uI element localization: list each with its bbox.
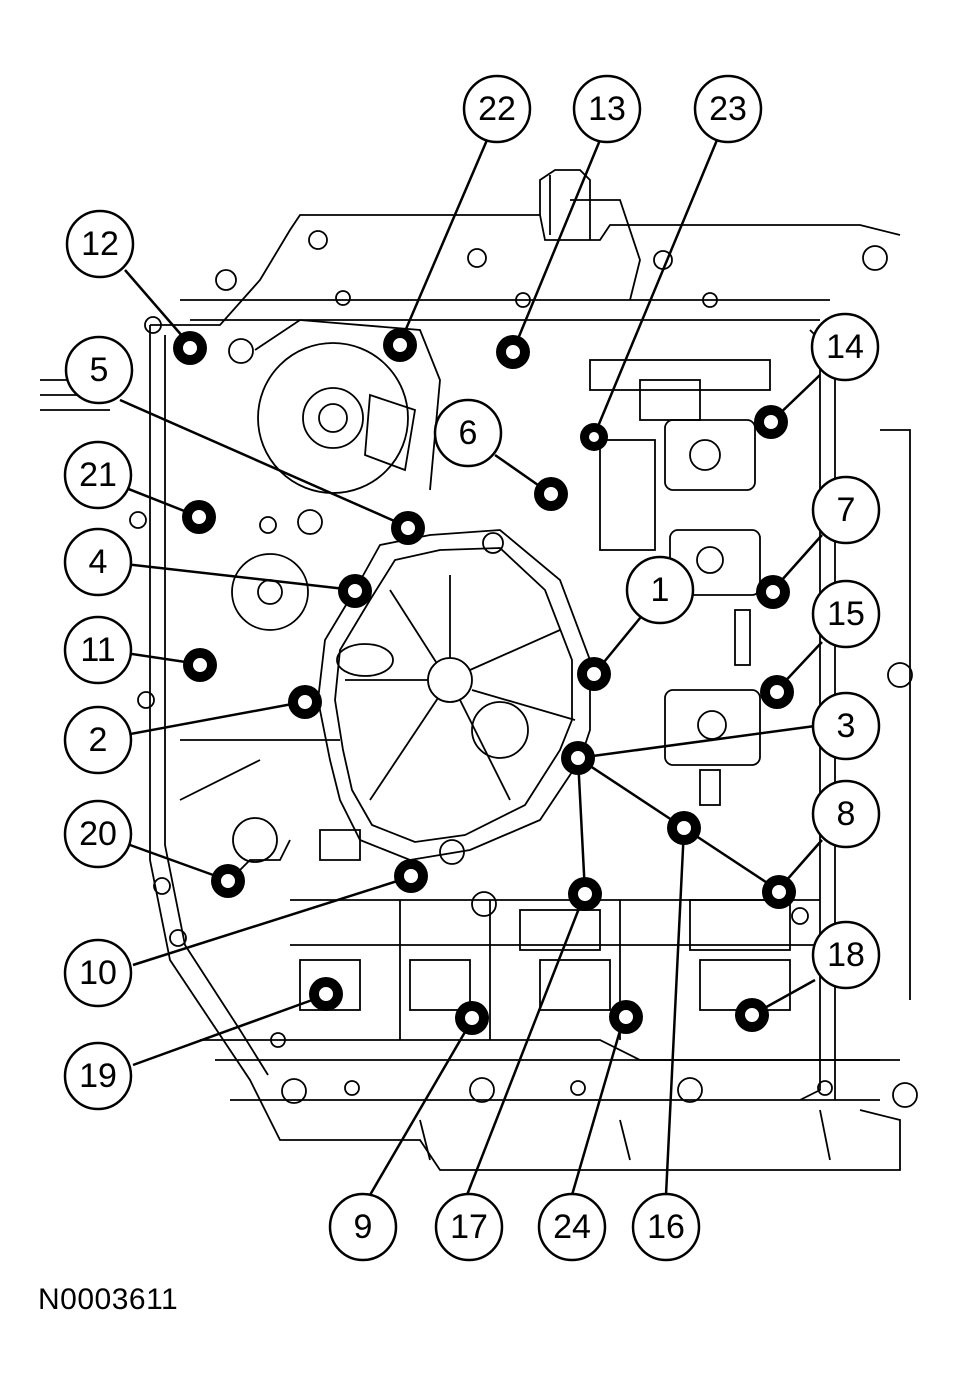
svg-text:10: 10 <box>79 954 117 992</box>
svg-text:12: 12 <box>81 225 119 263</box>
callout-19: 19 <box>63 1041 133 1111</box>
callout-8: 8 <box>811 779 881 849</box>
svg-text:21: 21 <box>79 456 117 494</box>
svg-text:3: 3 <box>837 707 856 745</box>
callout-6: 6 <box>433 398 503 468</box>
callout-20: 20 <box>63 799 133 869</box>
bolt-24 <box>609 1000 643 1034</box>
callout-22: 22 <box>462 74 532 144</box>
bolt-22 <box>383 328 417 362</box>
callout-4: 4 <box>63 527 133 597</box>
svg-text:19: 19 <box>79 1057 117 1095</box>
svg-text:23: 23 <box>709 90 747 128</box>
bolt-18 <box>735 998 769 1032</box>
callout-10: 10 <box>63 938 133 1008</box>
svg-text:20: 20 <box>79 815 117 853</box>
callout-18: 18 <box>811 920 881 990</box>
bolt-23 <box>580 423 608 451</box>
callout-24: 24 <box>537 1192 607 1262</box>
svg-text:18: 18 <box>827 936 865 974</box>
bolt-5 <box>391 511 425 545</box>
callout-16: 16 <box>631 1192 701 1262</box>
svg-text:15: 15 <box>827 595 865 633</box>
figure-id: N0003611 <box>38 1283 179 1316</box>
bolt-6 <box>534 477 568 511</box>
callout-7: 7 <box>811 475 881 545</box>
callout-9: 9 <box>328 1192 398 1262</box>
bolt-19 <box>309 977 343 1011</box>
callout-3: 3 <box>811 691 881 761</box>
callout-23: 23 <box>693 74 763 144</box>
bolt-1 <box>577 657 611 691</box>
callout-14: 14 <box>810 312 880 382</box>
callout-17: 17 <box>434 1192 504 1262</box>
bolt-13 <box>496 335 530 369</box>
callout-5: 5 <box>64 335 134 405</box>
bolt-9 <box>455 1001 489 1035</box>
bolt-4 <box>338 574 372 608</box>
svg-text:13: 13 <box>588 90 626 128</box>
bolt-2 <box>288 685 322 719</box>
leader-lines <box>119 139 823 1196</box>
svg-text:4: 4 <box>89 543 108 581</box>
callout-13: 13 <box>572 74 642 144</box>
bolt-heads <box>173 328 796 1035</box>
svg-text:22: 22 <box>478 90 516 128</box>
svg-text:2: 2 <box>89 721 108 759</box>
bolt-7 <box>756 575 790 609</box>
bolt-16 <box>667 811 701 845</box>
svg-text:14: 14 <box>826 328 864 366</box>
bolt-8 <box>762 875 796 909</box>
bolt-10 <box>394 859 428 893</box>
bolt-3 <box>561 741 595 775</box>
svg-text:9: 9 <box>354 1208 373 1246</box>
svg-text:8: 8 <box>837 795 856 833</box>
bolt-21 <box>182 500 216 534</box>
svg-text:5: 5 <box>90 351 109 389</box>
bolt-20 <box>211 864 245 898</box>
callout-11: 11 <box>63 615 133 685</box>
svg-text:17: 17 <box>450 1208 488 1246</box>
svg-text:6: 6 <box>459 414 478 452</box>
bolt-15 <box>760 675 794 709</box>
bolt-12 <box>173 331 207 365</box>
svg-text:16: 16 <box>647 1208 685 1246</box>
bolt-17 <box>568 877 602 911</box>
callout-2: 2 <box>63 705 133 775</box>
callout-1: 1 <box>625 555 695 625</box>
callout-15: 15 <box>811 579 881 649</box>
callout-21: 21 <box>63 440 133 510</box>
svg-text:1: 1 <box>651 571 670 609</box>
svg-text:11: 11 <box>80 631 115 669</box>
svg-text:24: 24 <box>553 1208 591 1246</box>
callouts: 12 22 13 23 14 5 6 21 7 4 1 15 11 2 3 8 … <box>63 74 881 1262</box>
bolt-11 <box>183 648 217 682</box>
svg-text:7: 7 <box>837 491 856 529</box>
bolt-14 <box>754 405 788 439</box>
callout-12: 12 <box>65 209 135 279</box>
